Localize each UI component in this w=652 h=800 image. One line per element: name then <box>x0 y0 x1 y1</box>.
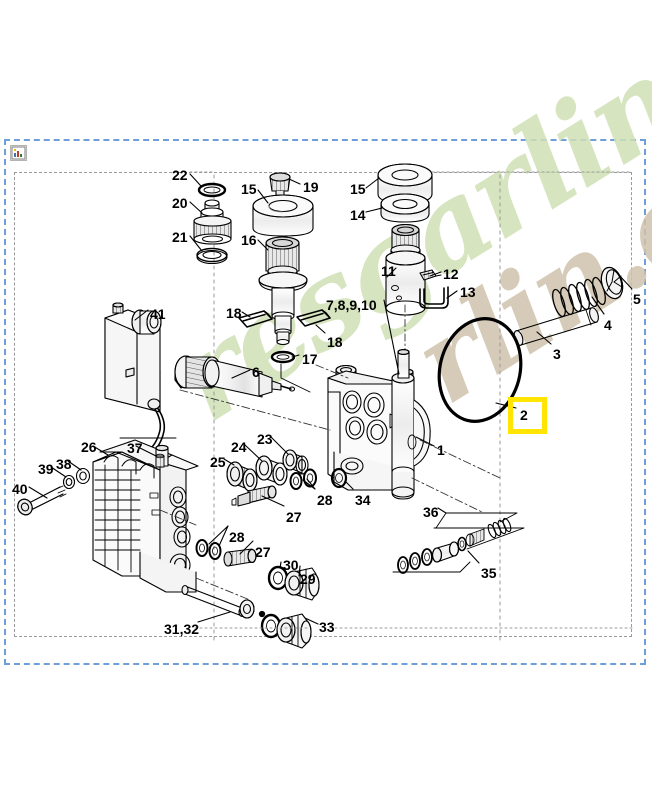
part-label-15-right: 15 <box>350 181 366 197</box>
part-label-23: 23 <box>257 431 273 447</box>
part-label-33: 33 <box>319 619 335 635</box>
part-label-27-upper: 27 <box>286 509 302 525</box>
part-label-29: 29 <box>300 571 316 587</box>
part-label-13: 13 <box>460 284 476 300</box>
part-label-21: 21 <box>172 229 188 245</box>
part-label-2: 2 <box>520 407 528 423</box>
part-label-36: 36 <box>423 504 439 520</box>
part-label-31-32: 31,32 <box>164 621 200 637</box>
part-label-39: 39 <box>38 461 54 477</box>
part-label-35: 35 <box>481 565 497 581</box>
part-label-18-right: 18 <box>327 334 343 350</box>
part-label-1: 1 <box>437 442 445 458</box>
part-label-5: 5 <box>633 291 641 307</box>
highlight-box-part-2[interactable] <box>508 397 547 434</box>
part-label-12: 12 <box>443 266 459 282</box>
part-label-25: 25 <box>210 454 226 470</box>
broken-image-icon <box>10 145 27 161</box>
part-label-3: 3 <box>553 346 561 362</box>
part-label-41: 41 <box>150 306 166 322</box>
part-label-37: 37 <box>127 440 143 456</box>
part-label-38: 38 <box>56 456 72 472</box>
part-label-26: 26 <box>81 439 97 455</box>
part-label-11: 11 <box>381 263 396 279</box>
part-label-17: 17 <box>302 351 318 367</box>
part-label-40: 40 <box>12 481 28 497</box>
part-label-19: 19 <box>303 179 319 195</box>
part-label-18-left: 18 <box>226 305 242 321</box>
part-label-14: 14 <box>350 207 366 223</box>
part-label-6: 6 <box>252 364 260 380</box>
part-label-20: 20 <box>172 195 188 211</box>
drawing-frame <box>14 172 632 637</box>
part-label-28-upper: 28 <box>317 492 333 508</box>
part-label-7-8-9-10: 7,8,9,10 <box>326 297 377 313</box>
part-label-34: 34 <box>355 492 371 508</box>
part-label-24: 24 <box>231 439 247 455</box>
part-label-28-lower: 28 <box>229 529 245 545</box>
part-label-15-left: 15 <box>241 181 257 197</box>
part-label-30: 30 <box>283 557 299 573</box>
part-label-22: 22 <box>172 167 188 183</box>
part-label-16: 16 <box>241 232 257 248</box>
part-label-27-lower: 27 <box>255 544 271 560</box>
part-label-4: 4 <box>604 317 612 333</box>
